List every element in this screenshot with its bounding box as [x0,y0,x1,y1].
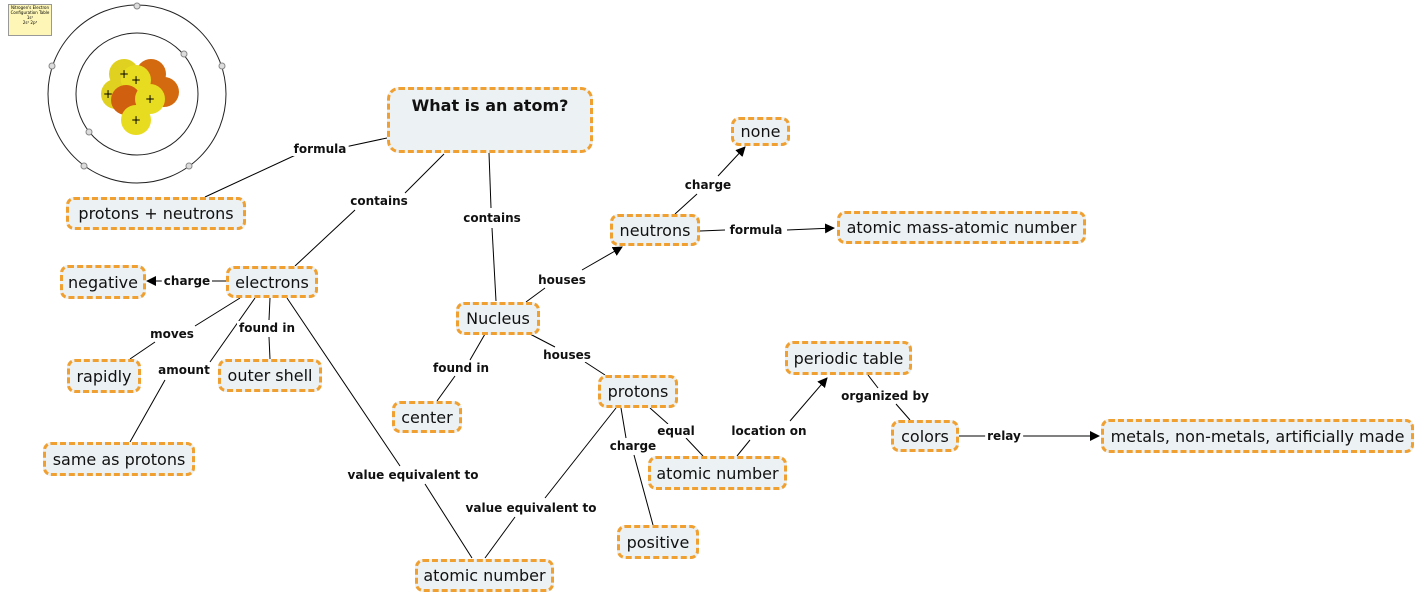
concept-what-is-an-atom[interactable]: What is an atom? [387,87,593,153]
svg-text:+: + [119,67,129,81]
concept-colors[interactable]: colors [891,420,959,452]
concept-same-as-protons[interactable]: same as protons [43,442,195,476]
atom-image: +++++ [47,2,227,184]
link-label[interactable]: houses [536,273,588,287]
concept-neutrons[interactable]: neutrons [610,214,700,246]
note-line: 2s² 2p³ [22,20,38,25]
note-line: 1s² [26,15,34,20]
link-label[interactable]: moves [148,327,196,341]
link-label[interactable]: amount [156,363,212,377]
link-label[interactable]: equal [655,424,697,438]
concept-protons-plus-neutrons[interactable]: protons + neutrons [66,197,246,230]
link-label[interactable]: location on [729,424,809,438]
link-label[interactable]: organized by [839,389,931,403]
link-label[interactable]: formula [727,223,785,237]
link-label[interactable]: found in [431,361,491,375]
concept-nucleus[interactable]: Nucleus [456,302,540,335]
electron-configuration-note: Nitrogen's Electron Configuration Table … [8,4,52,36]
link-label[interactable]: contains [348,194,410,208]
concept-periodic-table[interactable]: periodic table [785,341,912,375]
svg-text:+: + [131,113,141,127]
link-label[interactable]: relay [985,429,1023,443]
concept-positive[interactable]: positive [617,525,699,559]
concept-atomic-number-bottom[interactable]: atomic number [415,559,554,592]
link-label[interactable]: houses [541,348,593,362]
link-label[interactable]: value equivalent to [345,468,481,482]
svg-text:+: + [103,87,113,101]
link-label[interactable]: charge [607,439,659,453]
link-label[interactable]: found in [237,321,297,335]
concept-none[interactable]: none [731,117,790,146]
concept-outer-shell[interactable]: outer shell [218,359,322,392]
link-label[interactable]: value equivalent to [463,501,599,515]
link-label[interactable]: charge [161,274,213,288]
svg-text:+: + [131,73,141,87]
concept-atomic-mass-atomic-number[interactable]: atomic mass-atomic number [837,211,1086,244]
link-label[interactable]: contains [461,211,523,225]
concept-center[interactable]: center [392,401,462,433]
note-title: Nitrogen's Electron Configuration Table [10,5,50,15]
concept-rapidly[interactable]: rapidly [67,359,141,393]
concept-electrons[interactable]: electrons [226,266,318,298]
svg-text:+: + [145,92,155,106]
concept-protons[interactable]: protons [598,375,678,408]
concept-negative[interactable]: negative [60,265,146,299]
concept-atomic-number-mid[interactable]: atomic number [648,456,787,490]
line [344,137,388,148]
link-label[interactable]: charge [682,178,734,192]
concept-metals-non-metals[interactable]: metals, non-metals, artificially made [1101,419,1414,453]
link-label[interactable]: formula [291,142,349,156]
